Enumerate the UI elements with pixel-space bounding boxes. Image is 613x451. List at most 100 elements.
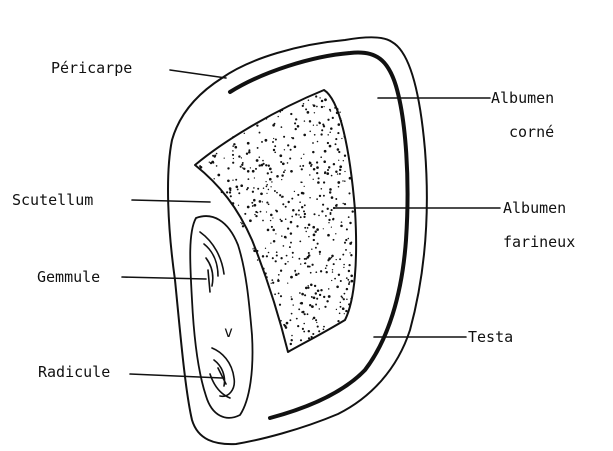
albumen-dot — [339, 173, 341, 175]
albumen-dot — [348, 283, 350, 285]
albumen-dot — [339, 111, 340, 112]
albumen-dot — [216, 165, 218, 167]
albumen-dot — [235, 179, 237, 181]
albumen-dot — [328, 222, 329, 223]
albumen-dot — [282, 162, 285, 165]
albumen-dot — [232, 136, 234, 138]
albumen-dot — [348, 264, 350, 266]
albumen-dot — [282, 203, 284, 205]
albumen-dot — [345, 310, 347, 312]
albumen-dot — [321, 106, 323, 108]
albumen-dot — [321, 129, 323, 131]
albumen-dot — [291, 339, 293, 341]
albumen-dot — [330, 127, 333, 130]
albumen-dot — [294, 146, 297, 149]
albumen-dot — [279, 111, 281, 113]
albumen-dot — [308, 330, 310, 332]
albumen-dot — [313, 168, 316, 171]
albumen-dot — [313, 125, 314, 126]
albumen-dot — [308, 223, 311, 226]
albumen-dot — [266, 193, 267, 194]
label-albumen-farineux-1: Albumen — [503, 199, 566, 217]
albumen-dot — [336, 309, 337, 310]
albumen-dot — [270, 214, 273, 217]
albumen-dot — [304, 258, 306, 260]
albumen-dot — [352, 210, 354, 212]
albumen-dot — [297, 194, 299, 196]
albumen-dot — [300, 216, 302, 218]
albumen-dot — [297, 125, 300, 128]
albumen-dot — [265, 272, 267, 274]
albumen-dot — [324, 150, 327, 153]
albumen-dot — [221, 191, 223, 193]
albumen-dot — [276, 254, 278, 256]
albumen-dot — [308, 252, 310, 254]
albumen-dot — [312, 333, 314, 335]
albumen-dot — [244, 133, 245, 134]
albumen-dot — [316, 125, 317, 126]
albumen-dot — [333, 263, 335, 265]
albumen-dot — [300, 339, 302, 341]
albumen-dot — [267, 229, 270, 232]
albumen-dot — [309, 162, 312, 165]
albumen-dot — [335, 233, 336, 234]
albumen-dot — [349, 281, 351, 283]
albumen-dot — [319, 253, 321, 255]
albumen-dot — [327, 134, 328, 135]
albumen-dot — [318, 121, 320, 123]
albumen-dot — [290, 113, 292, 115]
albumen-dot — [343, 203, 344, 204]
albumen-dot — [344, 203, 346, 205]
albumen-dot — [262, 160, 264, 162]
albumen-dot — [329, 131, 331, 133]
albumen-dot — [278, 274, 280, 276]
albumen-dot — [339, 258, 341, 260]
albumen-dot — [325, 267, 327, 269]
albumen-dot — [309, 304, 311, 306]
albumen-dot — [288, 201, 290, 203]
albumen-dot — [333, 163, 335, 165]
albumen-dot — [286, 255, 288, 257]
label-scutellum: Scutellum — [12, 191, 93, 209]
albumen-dot — [346, 288, 348, 290]
albumen-dot — [326, 265, 328, 267]
label-gemmule: Gemmule — [37, 268, 100, 286]
albumen-dot — [217, 174, 220, 177]
albumen-dot — [339, 312, 341, 314]
albumen-dot — [335, 143, 337, 145]
albumen-dot — [314, 285, 316, 287]
albumen-dot — [232, 180, 233, 181]
albumen-dot — [333, 239, 335, 241]
albumen-dot — [240, 184, 243, 187]
albumen-dot — [328, 295, 331, 298]
albumen-dot — [274, 123, 276, 125]
albumen-dot — [329, 109, 331, 111]
albumen-dot — [309, 197, 310, 198]
albumen-dot — [281, 174, 283, 176]
albumen-dot — [303, 210, 305, 212]
testa-outline — [230, 52, 408, 418]
albumen-dot — [268, 252, 270, 254]
albumen-dot — [312, 226, 315, 229]
albumen-dot — [298, 308, 300, 310]
albumen-dot — [331, 255, 334, 258]
albumen-dot — [266, 184, 268, 186]
albumen-dot — [272, 217, 273, 218]
albumen-dot — [303, 331, 305, 333]
albumen-dot — [262, 255, 264, 257]
albumen-dot — [329, 145, 332, 148]
albumen-dot — [256, 250, 258, 252]
albumen-dot — [307, 111, 310, 114]
albumen-dot — [344, 155, 346, 157]
albumen-dot — [241, 157, 242, 158]
albumen-dot — [266, 202, 268, 204]
albumen-dot — [350, 298, 352, 300]
albumen-dot — [302, 192, 304, 194]
albumen-dot — [338, 123, 341, 126]
albumen-dot — [330, 213, 332, 215]
albumen-dot — [261, 141, 263, 143]
albumen-dot — [259, 164, 261, 166]
label-pericarpe: Péricarpe — [51, 59, 132, 77]
albumen-dot — [319, 294, 321, 296]
albumen-dot — [348, 238, 350, 240]
